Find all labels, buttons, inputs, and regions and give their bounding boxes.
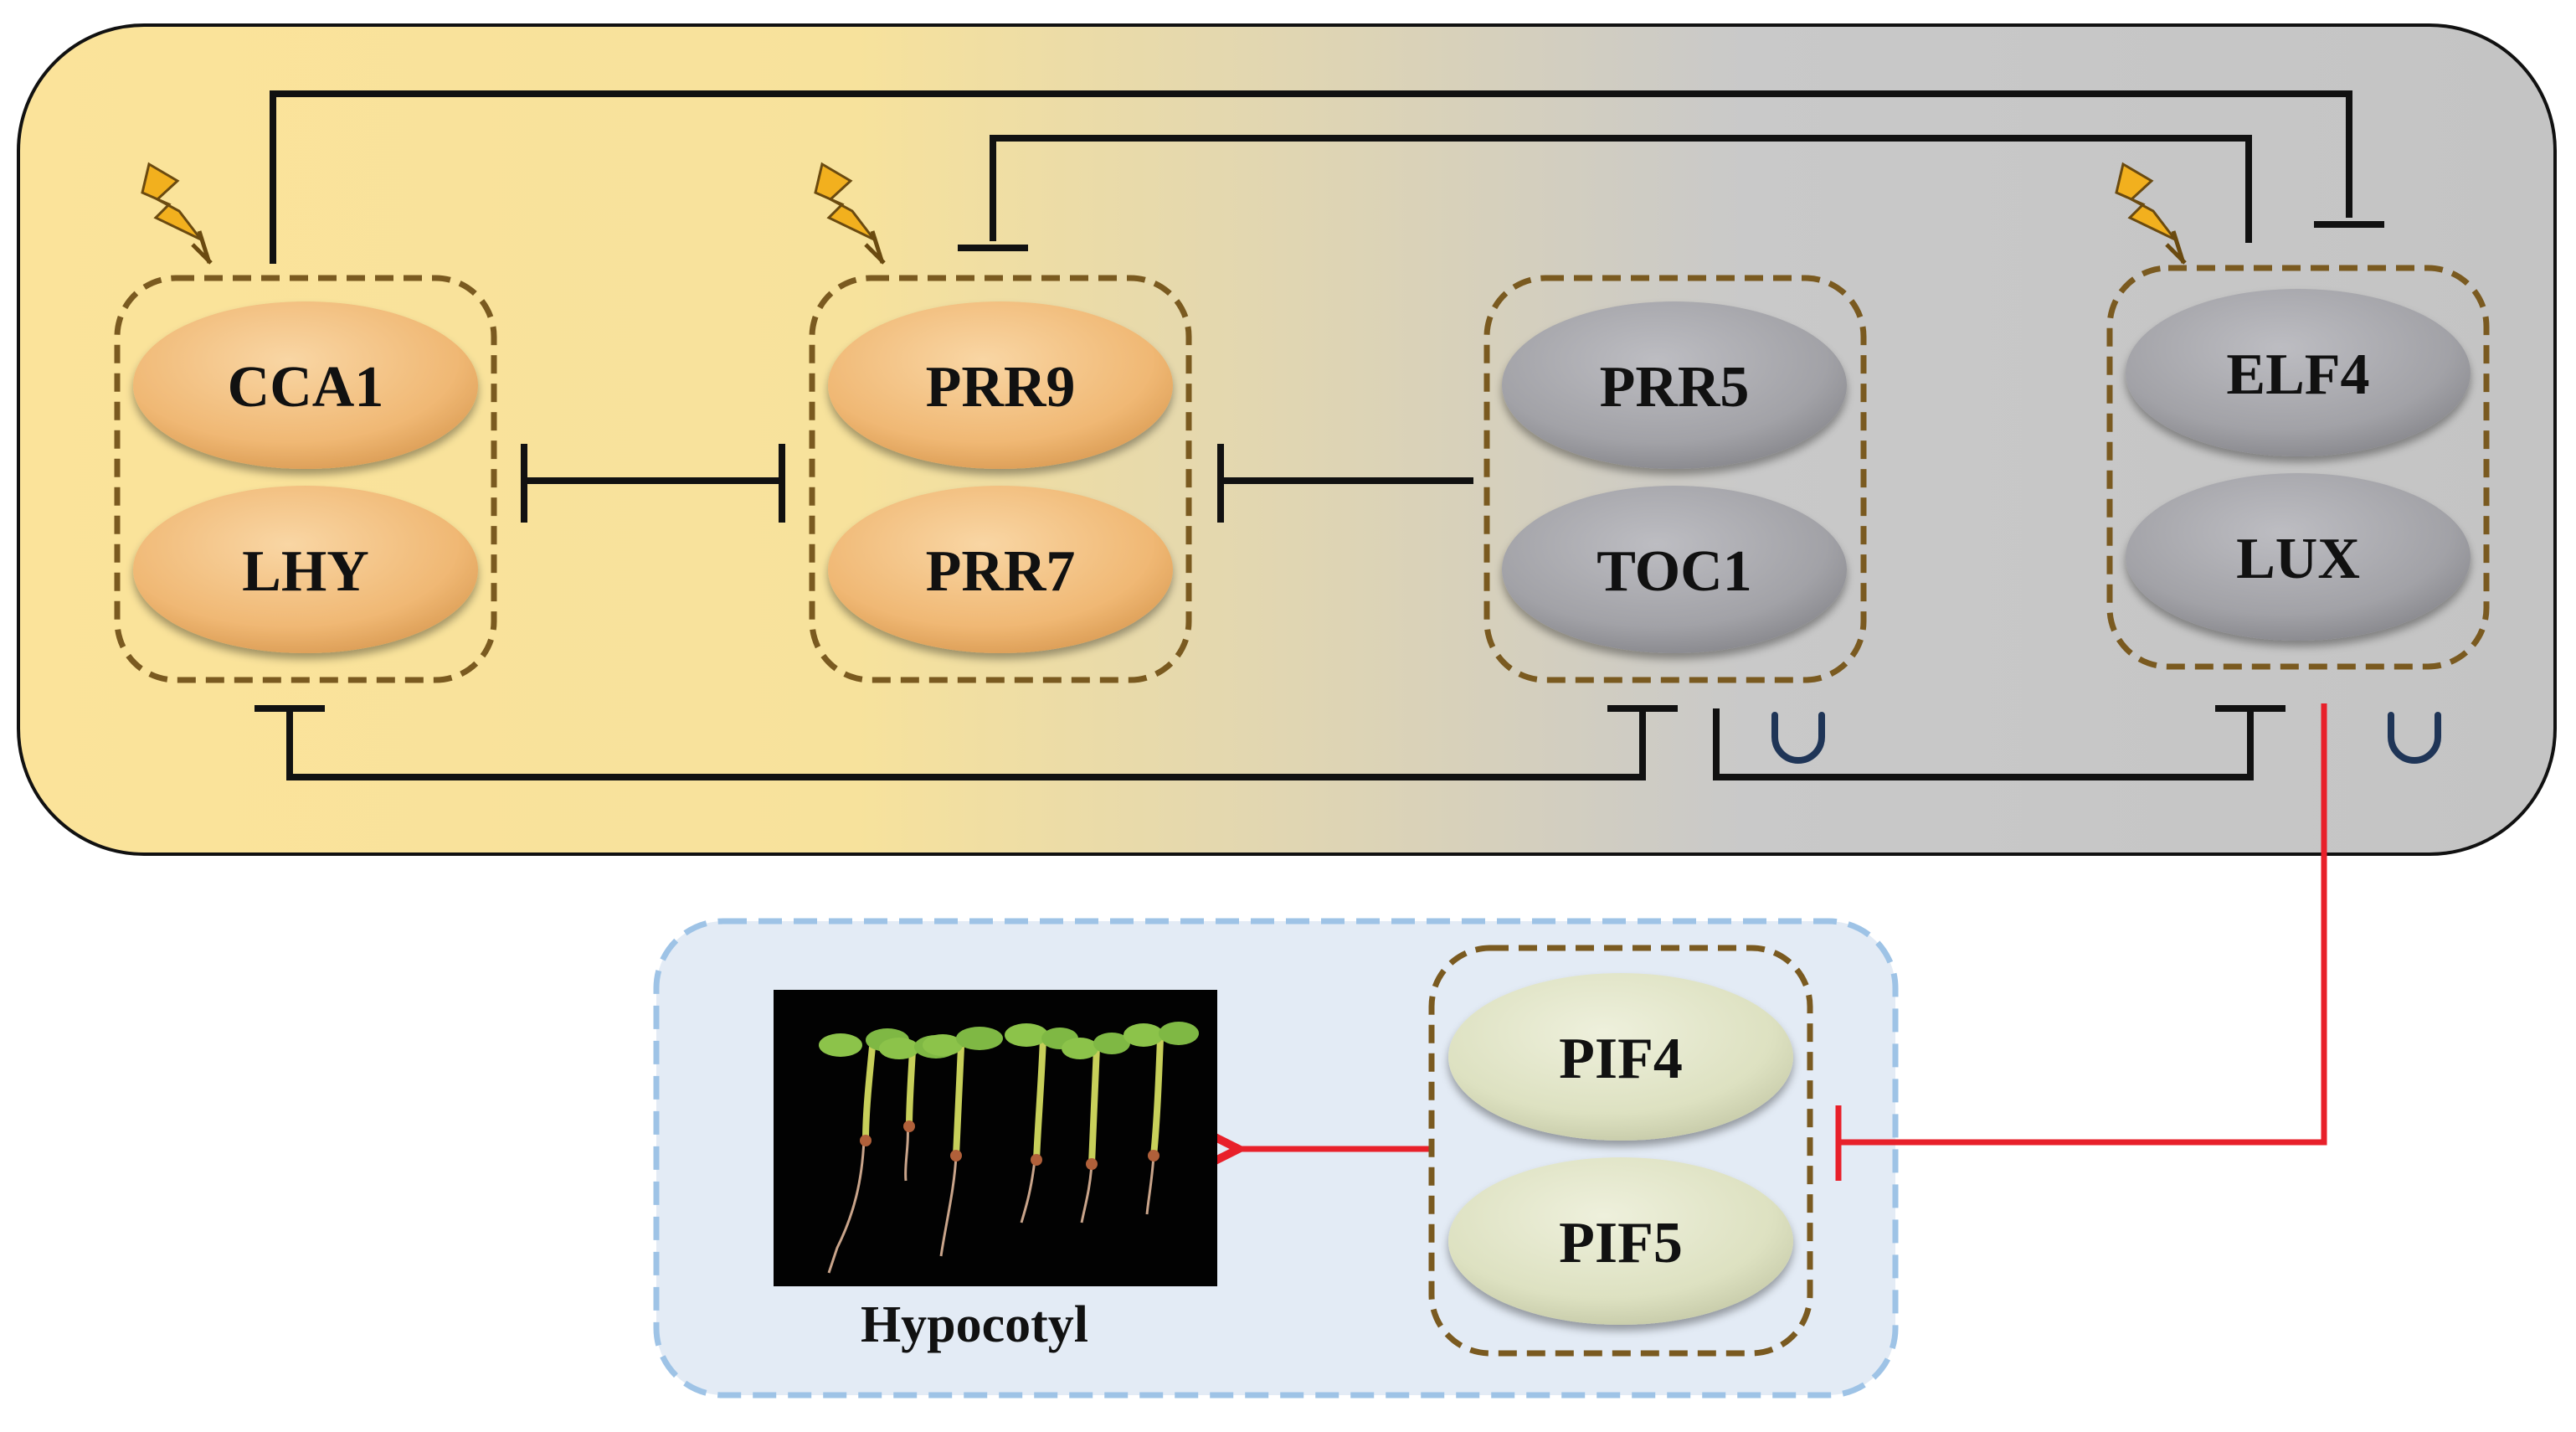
lightning-bolt-icon [814, 162, 886, 265]
svg-text:CCA1: CCA1 [228, 355, 384, 420]
gene-prr5: PRR5 [1502, 301, 1847, 469]
group-elf4-lux [2106, 265, 2490, 670]
gene-prr9: PRR9 [828, 301, 1173, 469]
hypocotyl-seedlings-image [774, 990, 1217, 1286]
clock-panel [17, 23, 2557, 856]
svg-text:LUX: LUX [2236, 527, 2360, 591]
gene-cca1: CCA1 [133, 301, 478, 469]
group-cca1-lhy [114, 275, 497, 683]
svg-text:PIF4: PIF4 [1559, 1027, 1683, 1091]
lightning-bolt-icon [141, 162, 213, 265]
gene-elf4: ELF4 [2126, 289, 2471, 456]
gene-pif5: PIF5 [1448, 1157, 1793, 1325]
group-prr5-toc1 [1483, 275, 1867, 683]
svg-text:PIF5: PIF5 [1559, 1211, 1683, 1275]
self-loop-icon [2388, 712, 2441, 764]
gene-lhy: LHY [133, 486, 478, 653]
hypocotyl-label: Hypocotyl [861, 1296, 1088, 1353]
gene-toc1: TOC1 [1502, 486, 1847, 653]
group-prr9-prr7 [809, 275, 1192, 683]
gene-prr7: PRR7 [828, 486, 1173, 653]
inhibition-toc1-to-lux [1713, 705, 2285, 780]
svg-text:LHY: LHY [242, 539, 369, 604]
mutual-inhibition-cca1-prr9 [521, 444, 785, 523]
group-pif4-pif5 [1428, 945, 1813, 1357]
gene-lux: LUX [2126, 473, 2471, 641]
svg-text:PRR9: PRR9 [926, 355, 1076, 420]
gene-pif4: PIF4 [1448, 973, 1793, 1141]
svg-text:PRR5: PRR5 [1600, 355, 1750, 420]
inhibition-toc1-to-lhy [255, 705, 1678, 780]
inhibition-ec-to-pif [1835, 703, 2327, 1181]
svg-text:TOC1: TOC1 [1597, 539, 1751, 604]
svg-text:ELF4: ELF4 [2226, 343, 2369, 407]
inhibition-lux-to-cca1 [270, 90, 2384, 264]
inhibition-toc1-to-prr9 [1217, 444, 1473, 523]
self-loop-icon [1771, 712, 1825, 764]
inhibition-elf4-to-prr9 [958, 135, 2252, 251]
svg-text:PRR7: PRR7 [926, 539, 1076, 604]
lightning-bolt-icon [2115, 162, 2187, 265]
